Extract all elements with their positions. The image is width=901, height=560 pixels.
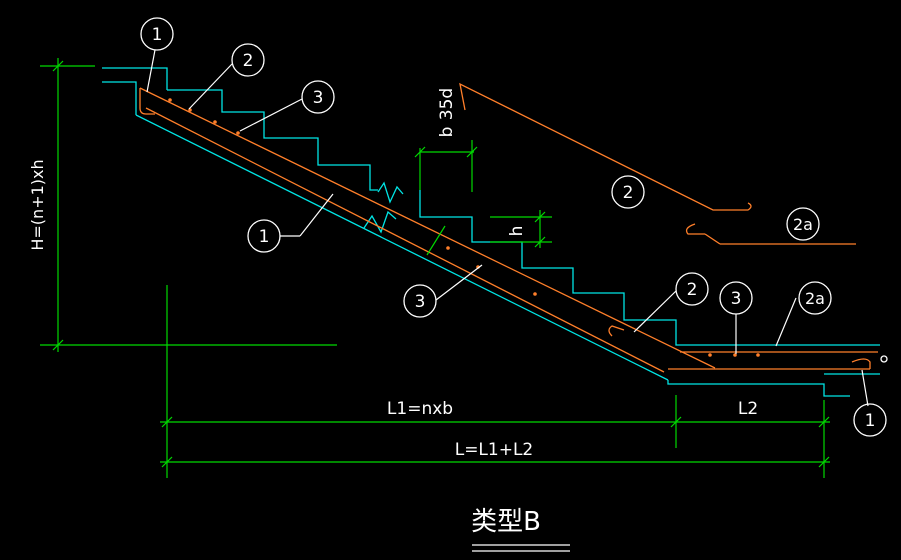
hook-lower-2 <box>608 325 625 337</box>
detail-bar-2a <box>704 233 721 245</box>
riser-label: h <box>507 226 527 237</box>
tread-label: b <box>437 127 457 138</box>
hook-top <box>139 88 155 115</box>
total-length-label: L=L1+L2 <box>455 440 534 460</box>
height-dimension-label: H=(n+1)xh <box>28 159 47 250</box>
callout-2-detail: 2 <box>623 183 634 203</box>
hook-bottom-right <box>851 358 871 369</box>
leader-lines <box>146 49 869 407</box>
callout-3-top-left: 3 <box>313 88 324 108</box>
lower-steps <box>419 190 880 346</box>
break-symbol <box>363 181 404 234</box>
rebar-dots <box>168 98 760 357</box>
upper-steps <box>167 89 378 191</box>
top-landing-underside <box>102 81 137 115</box>
landing-length-label: L2 <box>738 399 758 419</box>
callout-circles <box>140 17 888 437</box>
anchorage-label: 35d <box>437 88 457 120</box>
callout-labels: 1 2 3 1 3 2 2a 2 3 2a 1 <box>152 25 876 431</box>
drawing-title: 类型B <box>471 507 541 537</box>
callout-2-bottom: 2 <box>687 280 698 300</box>
stair-outline <box>102 67 880 397</box>
callout-3-bottom: 3 <box>731 289 742 309</box>
callout-2-top-left: 2 <box>243 51 254 71</box>
callout-2a-detail: 2a <box>793 215 813 234</box>
soffit-line <box>135 114 669 381</box>
dimension-lines <box>40 58 830 478</box>
rebar-main-top <box>139 87 716 369</box>
callout-1-mid-left: 1 <box>259 227 270 247</box>
callout-1-top-left: 1 <box>152 25 163 45</box>
top-landing-outline <box>102 67 168 90</box>
dimension-labels: H=(n+1)xh 35d b h L1=nxb L2 L=L1+L2 <box>28 88 758 460</box>
bottom-landing-underside <box>667 380 850 397</box>
flight-length-label: L1=nxb <box>387 399 453 419</box>
callout-3-mid: 3 <box>415 292 426 312</box>
rebar-lines <box>139 82 878 373</box>
detail-bar-2 <box>459 82 752 211</box>
detail-bar-2-hook <box>685 223 705 235</box>
callout-2a-bottom: 2a <box>805 289 825 308</box>
callout-1-bottom-right: 1 <box>865 411 876 431</box>
title-underline <box>472 544 570 552</box>
rebar-main-bottom <box>145 107 665 373</box>
